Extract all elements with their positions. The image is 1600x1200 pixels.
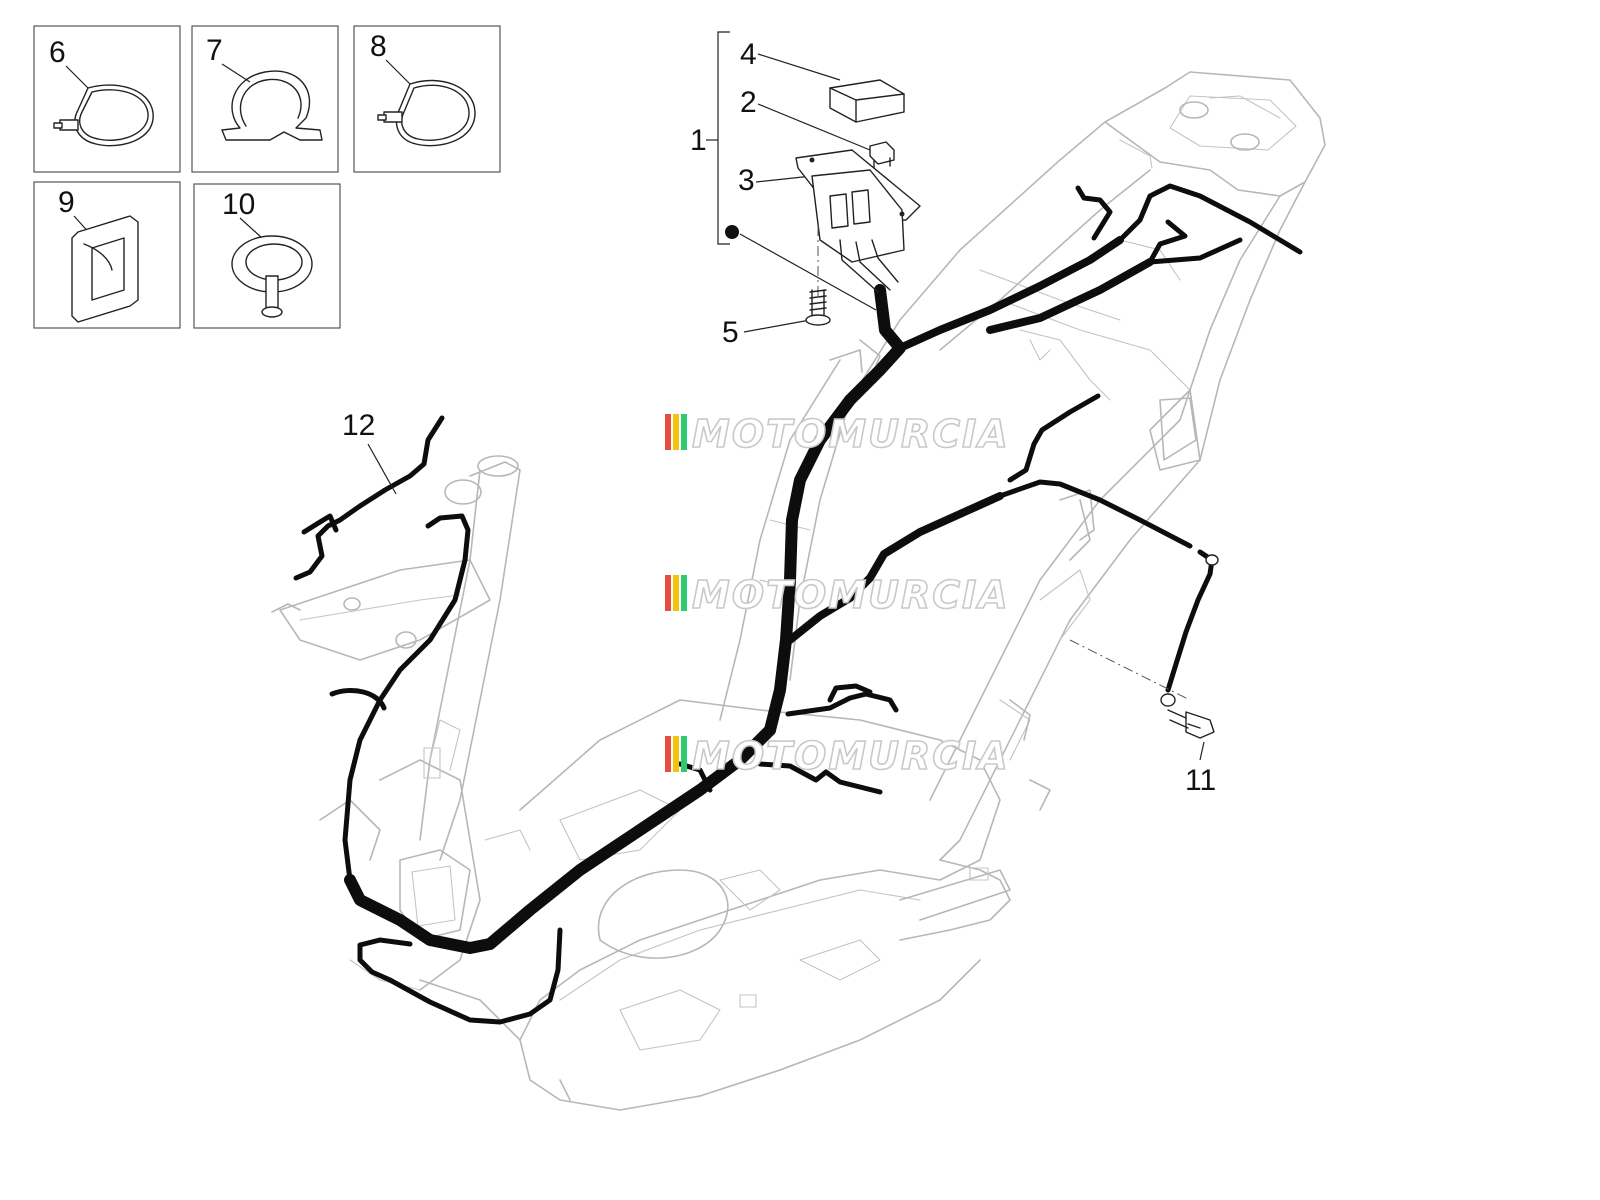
detail-box-6: 6 — [33, 25, 181, 173]
callout-3: 3 — [738, 164, 755, 197]
fuse-icon — [869, 141, 895, 165]
ground-cable: 11 — [1069, 549, 1219, 797]
callout-4: 4 — [740, 38, 757, 71]
scooter-frame — [271, 71, 1326, 1111]
ring-terminal-icon — [1205, 554, 1219, 566]
callout-9: 9 — [58, 186, 75, 219]
callout-10: 10 — [222, 188, 255, 221]
callout-2: 2 — [740, 86, 757, 119]
main-wiring-harness — [293, 183, 1303, 1025]
watermark-text: MOTOMURCIA — [692, 734, 1010, 778]
hose-clamp-icon — [221, 70, 323, 141]
bolt-icon — [1185, 711, 1215, 739]
callout-8: 8 — [370, 30, 387, 63]
callout-6: 6 — [49, 36, 66, 69]
watermark-middle: MOTOMURCIA — [665, 572, 1010, 618]
detail-box-8: 8 — [353, 25, 501, 173]
watermark-bottom: MOTOMURCIA — [665, 733, 1010, 779]
callout-12: 12 — [342, 409, 375, 442]
watermark-text: MOTOMURCIA — [692, 412, 1010, 456]
fuse-box-assembly: 1 4 2 3 5 — [690, 31, 921, 349]
callout-1: 1 — [690, 124, 707, 157]
detail-box-9: 9 — [33, 181, 181, 329]
watermark-top: MOTOMURCIA — [665, 411, 1010, 457]
detail-box-7: 7 — [191, 25, 339, 173]
cable-tie-icon — [395, 79, 476, 147]
harness-reference-dot-icon — [725, 225, 739, 239]
cable-clip-icon — [71, 215, 139, 323]
callout-11: 11 — [1185, 764, 1216, 797]
watermark-text: MOTOMURCIA — [692, 573, 1010, 617]
screw-icon — [809, 289, 827, 311]
callout-5: 5 — [722, 316, 739, 349]
callout-7: 7 — [206, 34, 223, 67]
detail-box-10: 10 — [193, 183, 341, 329]
fuse-box-cover-icon — [829, 79, 905, 123]
